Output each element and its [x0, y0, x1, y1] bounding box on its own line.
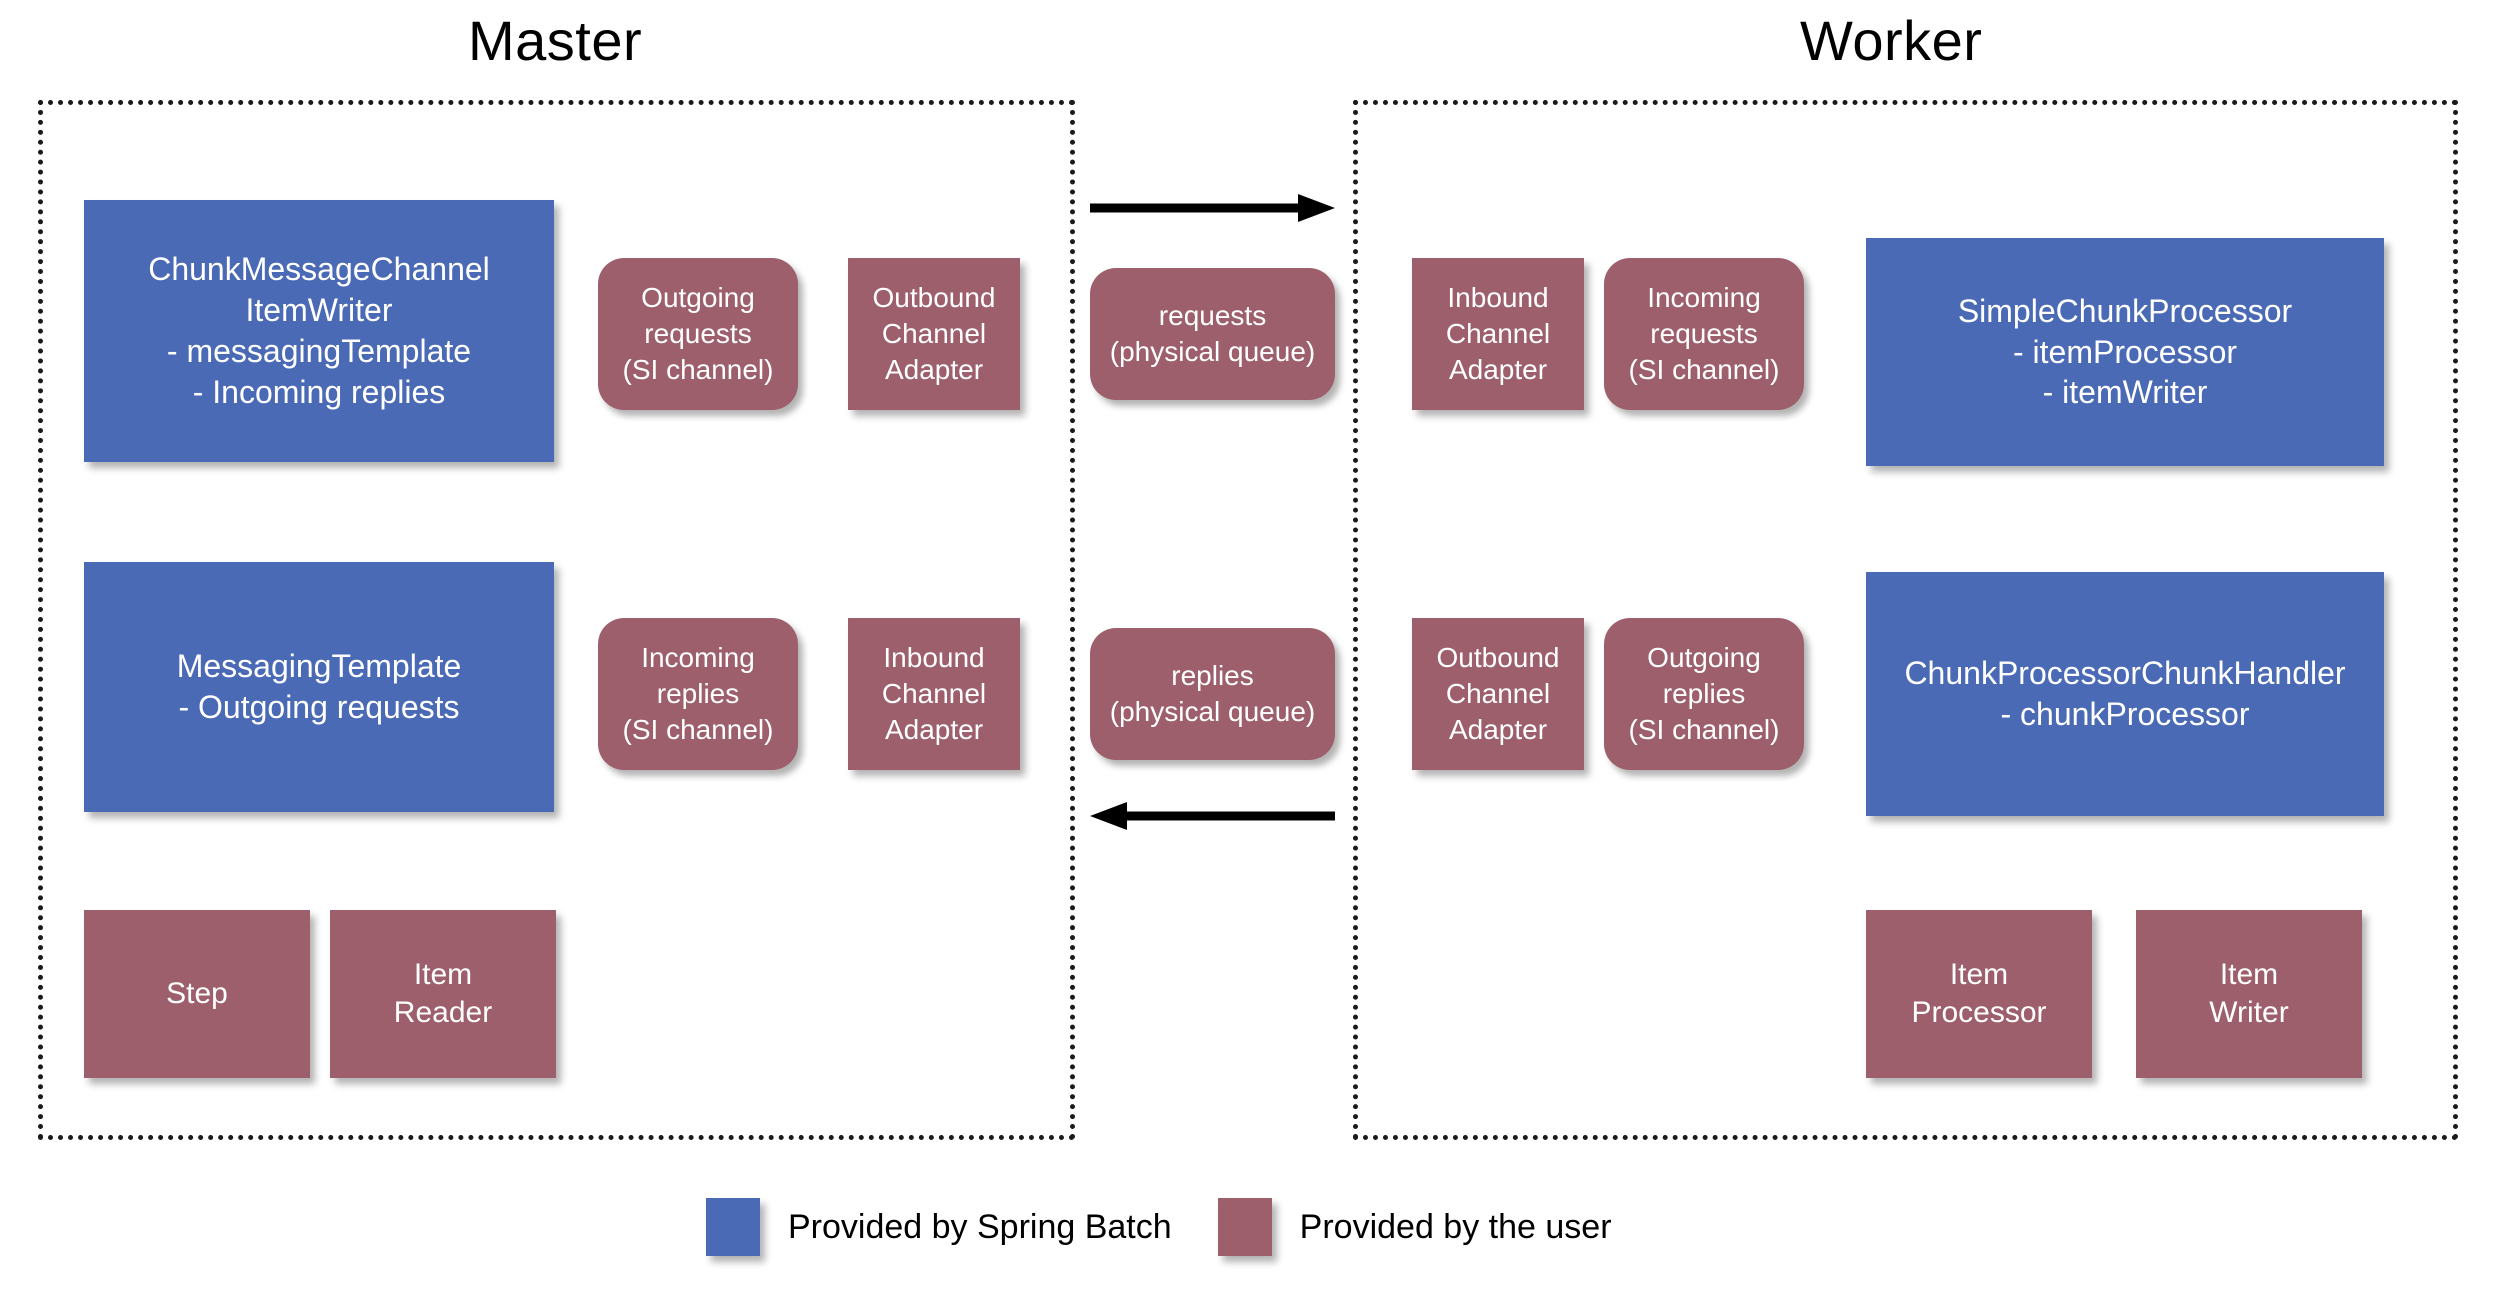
- legend: Provided by Spring Batch Provided by the…: [706, 1198, 1612, 1256]
- legend-item-user: Provided by the user: [1217, 1198, 1612, 1256]
- node-label: Incoming replies (SI channel): [622, 642, 774, 745]
- worker-panel-border: [1353, 100, 2458, 1140]
- legend-item-spring-batch: Provided by Spring Batch: [706, 1198, 1172, 1256]
- node-label: requests (physical queue): [1109, 300, 1316, 367]
- node-label: Outbound Channel Adapter: [1436, 642, 1560, 745]
- node-chunk-message-channel-item-writer[interactable]: ChunkMessageChannel ItemWriter - messagi…: [84, 200, 554, 462]
- node-requests-physical-queue[interactable]: requests (physical queue): [1090, 268, 1335, 400]
- node-label: ChunkMessageChannel ItemWriter - messagi…: [148, 251, 490, 410]
- node-outgoing-replies-si-channel[interactable]: Outgoing replies (SI channel): [1604, 618, 1804, 770]
- node-label: ChunkProcessorChunkHandler - chunkProces…: [1904, 655, 2346, 732]
- node-master-outbound-channel-adapter[interactable]: Outbound Channel Adapter: [848, 258, 1020, 410]
- node-simple-chunk-processor[interactable]: SimpleChunkProcessor - itemProcessor - i…: [1866, 238, 2384, 466]
- node-replies-physical-queue[interactable]: replies (physical queue): [1090, 628, 1335, 760]
- node-label: Outbound Channel Adapter: [872, 282, 996, 385]
- node-item-reader[interactable]: Item Reader: [330, 910, 556, 1078]
- node-messaging-template[interactable]: MessagingTemplate - Outgoing requests: [84, 562, 554, 812]
- node-label: Item Processor: [1911, 957, 2047, 1029]
- worker-panel-title: Worker: [1800, 9, 1983, 72]
- node-worker-outbound-channel-adapter[interactable]: Outbound Channel Adapter: [1412, 618, 1584, 770]
- node-chunk-processor-chunk-handler[interactable]: ChunkProcessorChunkHandler - chunkProces…: [1866, 572, 2384, 816]
- master-panel-border: [38, 100, 1075, 1140]
- requests-arrow-right: [1090, 190, 1335, 231]
- node-item-writer[interactable]: Item Writer: [2136, 910, 2362, 1078]
- node-label: Step: [166, 976, 228, 1010]
- node-label: Item Writer: [2209, 957, 2289, 1029]
- legend-label-user: Provided by the user: [1299, 1207, 1612, 1246]
- node-incoming-requests-si-channel[interactable]: Incoming requests (SI channel): [1604, 258, 1804, 410]
- node-item-processor[interactable]: Item Processor: [1866, 910, 2092, 1078]
- node-label: Item Reader: [393, 957, 493, 1029]
- node-label: replies (physical queue): [1109, 660, 1316, 727]
- node-worker-inbound-channel-adapter[interactable]: Inbound Channel Adapter: [1412, 258, 1584, 410]
- node-outgoing-requests-si-channel[interactable]: Outgoing requests (SI channel): [598, 258, 798, 410]
- node-incoming-replies-si-channel[interactable]: Incoming replies (SI channel): [598, 618, 798, 770]
- master-panel-title: Master: [468, 9, 643, 72]
- legend-swatch-blue: [706, 1198, 760, 1256]
- node-label: Outgoing replies (SI channel): [1628, 642, 1780, 745]
- node-label: Outgoing requests (SI channel): [622, 282, 774, 385]
- legend-label-spring-batch: Provided by Spring Batch: [788, 1207, 1172, 1246]
- node-master-inbound-channel-adapter[interactable]: Inbound Channel Adapter: [848, 618, 1020, 770]
- legend-swatch-maroon: [1217, 1198, 1272, 1256]
- replies-arrow-left: [1090, 798, 1335, 839]
- node-label: SimpleChunkProcessor - itemProcessor - i…: [1957, 292, 2293, 411]
- node-step[interactable]: Step: [84, 910, 310, 1078]
- node-label: Incoming requests (SI channel): [1628, 282, 1780, 385]
- node-label: Inbound Channel Adapter: [881, 642, 987, 745]
- node-label: Inbound Channel Adapter: [1445, 282, 1551, 385]
- node-label: MessagingTemplate - Outgoing requests: [176, 648, 462, 725]
